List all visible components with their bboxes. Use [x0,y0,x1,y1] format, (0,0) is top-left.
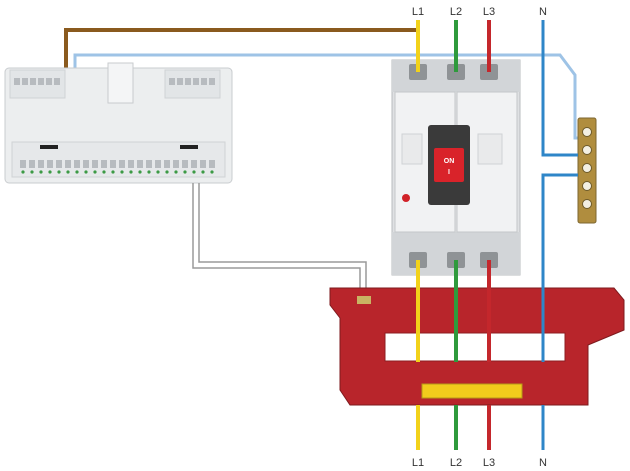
module-led [66,170,70,174]
module-terminal [92,160,98,168]
busbar-terminal [582,145,592,155]
module-led [201,170,205,174]
bottom-label-n: N [539,457,547,469]
breaker-handle-sub: I [448,169,450,176]
busbar-terminal [582,163,592,173]
module-terminal [146,160,152,168]
module-led [183,170,187,174]
module-terminal [182,160,188,168]
breaker-handle-text: ON [444,158,455,165]
module-led [48,170,52,174]
module-led [75,170,79,174]
module-led [57,170,61,174]
top-label-n: N [539,6,547,18]
module-led [93,170,97,174]
current-transformer [329,287,625,406]
busbar-terminal [582,199,592,209]
circuit-breaker: ON I [391,59,521,276]
bottom-label-l3: L3 [483,457,495,469]
module-terminal [191,160,197,168]
module-terminal [20,160,26,168]
module-terminal [155,160,161,168]
module-terminal [164,160,170,168]
breaker-handle[interactable] [434,148,464,182]
module-terminal [169,78,175,85]
neutral-wire-ct [541,173,578,362]
bottom-label-l2: L2 [450,457,462,469]
module-terminal [119,160,125,168]
neutral-busbar [577,117,597,224]
module-terminal [110,160,116,168]
module-led [102,170,106,174]
monitor-module [4,62,233,184]
module-terminal [209,78,215,85]
module-led [111,170,115,174]
module-terminal [173,160,179,168]
module-terminal [22,78,28,85]
module-terminal [185,78,191,85]
module-terminal [65,160,71,168]
module-terminal [46,78,52,85]
module-terminal [200,160,206,168]
module-terminal [29,160,35,168]
module-terminal [38,78,44,85]
module-terminal [74,160,80,168]
module-terminal [101,160,107,168]
neutral-wire-top [541,20,578,157]
module-led [165,170,169,174]
ct-signal-wire-1 [192,183,361,300]
module-led [84,170,88,174]
module-led [129,170,133,174]
module-led [210,170,214,174]
module-led [30,170,34,174]
module-led [156,170,160,174]
busbar-terminal [582,127,592,137]
module-terminal [47,160,53,168]
module-terminal [137,160,143,168]
module-terminal [38,160,44,168]
module-terminal [56,160,62,168]
busbar-terminal [582,181,592,191]
bottom-label-l1: L1 [412,457,424,469]
module-terminal [177,78,183,85]
top-label-l3: L3 [483,6,495,18]
module-terminal [201,78,207,85]
module-terminal [128,160,134,168]
module-led [147,170,151,174]
module-led [39,170,43,174]
module-terminal [30,78,36,85]
module-led [21,170,25,174]
module-terminal [193,78,199,85]
module-led [174,170,178,174]
module-terminal [54,78,60,85]
module-terminal [14,78,20,85]
module-terminal [83,160,89,168]
signal-wire-blue [73,53,588,140]
module-led [192,170,196,174]
module-led [120,170,124,174]
top-label-l1: L1 [412,6,424,18]
module-terminal [209,160,215,168]
module-led [138,170,142,174]
ct-signal-wire-2 [198,183,367,300]
top-label-l2: L2 [450,6,462,18]
